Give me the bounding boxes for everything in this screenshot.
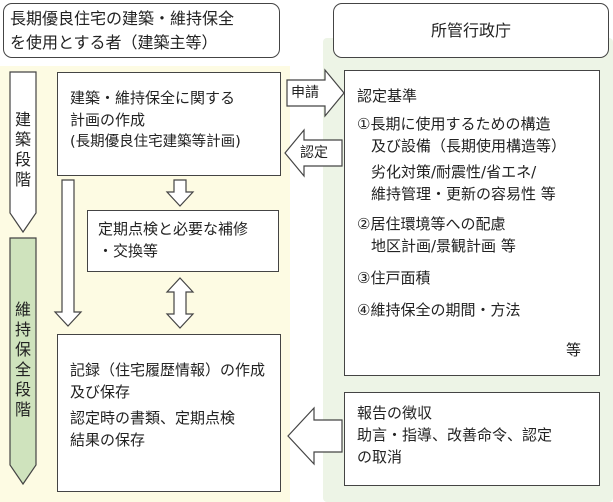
- maintenance-stage-label: 維持保全段階: [14, 300, 31, 419]
- authority-label: 所管行政庁: [430, 20, 511, 40]
- inspection-line1: 定期点検と必要な補修: [98, 220, 249, 238]
- plan-to-inspection-arrow: [165, 179, 195, 207]
- criteria-item2-line2: 地区計画/景観計画 等: [371, 237, 516, 255]
- inspection-line2: ・交換等: [98, 242, 159, 260]
- construction-stage-label: 建築段階: [14, 110, 31, 189]
- inspection-box: 定期点検と必要な補修 ・交換等: [87, 210, 279, 272]
- report-arrow: [287, 406, 343, 466]
- report-line2: 助言・指導、改善命令、認定: [357, 426, 553, 444]
- record-line4: 結果の保存: [70, 431, 146, 449]
- criteria-item1-detail2: 維持管理・更新の容易性 等: [371, 185, 556, 203]
- construction-stage-chevron: [9, 71, 37, 234]
- plan-line2: 計画の作成: [70, 111, 146, 129]
- criteria-box: 認定基準 ①長期に使用するための構造 及び設備（長期使用構造等） 劣化対策/耐震…: [344, 70, 600, 376]
- report-box: 報告の徴収 助言・指導、改善命令、認定 の取消: [344, 392, 600, 486]
- apply-arrow: [286, 68, 345, 118]
- record-box: 記録（住宅履歴情報）の作成 及び保存 認定時の書類、定期点検 結果の保存: [57, 334, 281, 492]
- apply-label: 申請: [291, 85, 319, 101]
- maintenance-stage-chevron: [9, 237, 37, 486]
- criteria-item4: ④維持保全の期間・方法: [357, 301, 521, 319]
- criteria-item3: ③住戸面積: [357, 269, 431, 287]
- criteria-item1-line2: 及び設備（長期使用構造等）: [371, 137, 567, 155]
- plan-line1: 建築・維持保全に関する: [70, 89, 236, 107]
- plan-box: 建築・維持保全に関する 計画の作成 (長期優良住宅建築等計画): [57, 72, 281, 176]
- report-line1: 報告の徴収: [357, 404, 433, 422]
- record-line2: 及び保存: [70, 383, 131, 401]
- certify-arrow: [284, 128, 343, 178]
- criteria-item1-line1: ①長期に使用するための構造: [357, 115, 551, 133]
- criteria-etc: 等: [565, 341, 581, 359]
- criteria-item1-detail1: 劣化対策/耐震性/省エネ/: [371, 163, 537, 181]
- record-line1: 記録（住宅履歴情報）の作成: [70, 361, 266, 379]
- applicant-line2: を使用とする者（建築主等）: [10, 33, 218, 52]
- plan-line3: (長期優良住宅建築等計画): [70, 134, 241, 150]
- applicant-line1: 長期優良住宅の建築・維持保全: [10, 9, 235, 28]
- authority-header: 所管行政庁: [333, 3, 609, 58]
- record-line3: 認定時の書類、定期点検: [70, 409, 236, 427]
- plan-to-record-arrow: [53, 179, 83, 327]
- report-line3: の取消: [357, 448, 403, 466]
- inspection-record-double-arrow: [165, 277, 195, 329]
- certify-label: 認定: [300, 145, 328, 161]
- criteria-title: 認定基準: [357, 87, 418, 105]
- applicant-header: 長期優良住宅の建築・維持保全 を使用とする者（建築主等）: [3, 3, 280, 58]
- criteria-item2-line1: ②居住環境等への配慮: [357, 215, 506, 233]
